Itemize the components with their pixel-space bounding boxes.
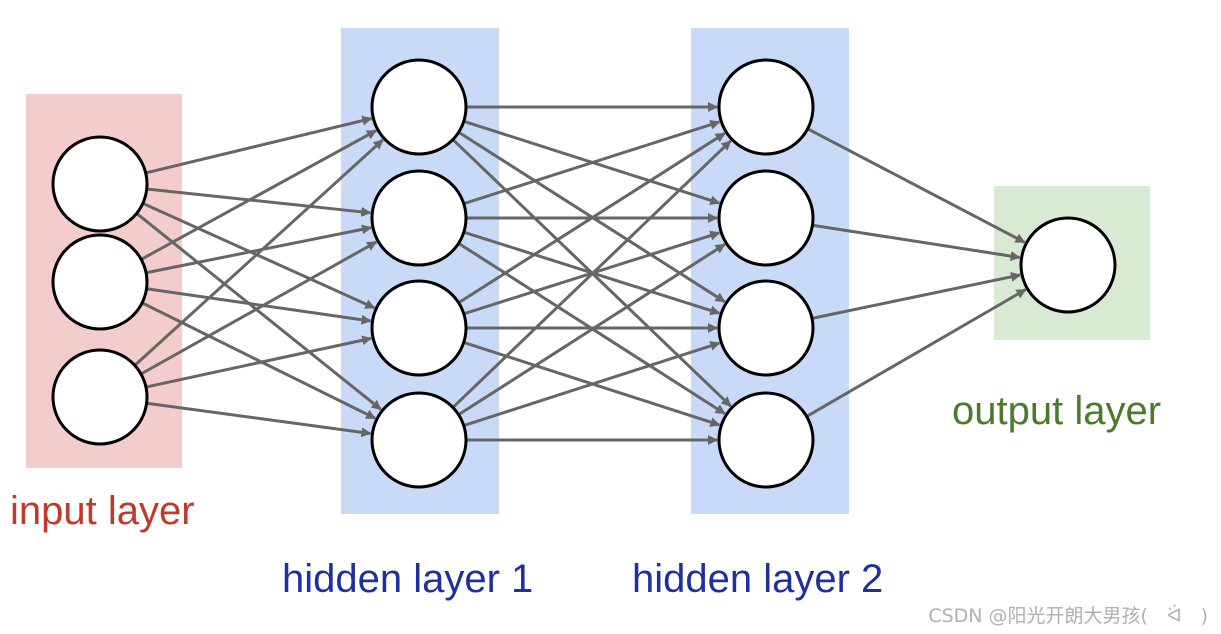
edge-input-1-to-hidden1-4	[135, 212, 382, 411]
edge-hidden2-3-to-output-1	[811, 271, 1022, 320]
edge-input-2-to-hidden1-1	[140, 129, 377, 261]
output-node-1	[1019, 216, 1117, 314]
hidden1-node-3	[370, 279, 468, 377]
output-layer-label: output layer	[952, 389, 1161, 433]
input-layer-label: input layer	[10, 489, 195, 533]
input-node-1	[51, 135, 149, 233]
edge-input-3-to-hidden1-4	[146, 401, 372, 438]
edge-input-2-to-hidden1-3	[146, 287, 372, 325]
edge-input-1-to-hidden1-3	[142, 201, 376, 310]
hidden2-node-4	[717, 391, 815, 489]
connections-group	[133, 102, 1027, 445]
edge-hidden2-2-to-output-1	[812, 223, 1021, 262]
input-node-3	[51, 348, 149, 446]
edge-input-2-to-hidden1-2	[145, 224, 372, 275]
edge-hidden1-4-to-hidden2-1	[451, 139, 732, 409]
hidden-layer-1-label: hidden layer 1	[282, 557, 533, 601]
edge-hidden1-3-to-hidden2-1	[457, 132, 726, 305]
edge-input-1-to-hidden1-2	[146, 187, 372, 217]
hidden2-node-3	[717, 279, 815, 377]
hidden1-node-4	[370, 391, 468, 489]
input-node-2	[51, 233, 149, 331]
edge-hidden2-4-to-output-1	[805, 288, 1027, 418]
edge-hidden1-2-to-hidden2-1	[463, 119, 721, 206]
edge-hidden1-4-to-hidden2-3	[463, 341, 721, 427]
edge-input-1-to-hidden1-1	[145, 115, 373, 175]
hidden-layer-2-label: hidden layer 2	[632, 557, 883, 601]
csdn-watermark: CSDN @阳光开朗大男孩( ᐛ )	[928, 604, 1208, 627]
edge-hidden1-4-to-hidden2-2	[457, 243, 726, 416]
hidden1-node-1	[370, 58, 468, 156]
edge-input-3-to-hidden1-2	[140, 240, 378, 376]
hidden2-node-1	[717, 58, 815, 156]
edge-input-3-to-hidden1-3	[145, 335, 373, 389]
hidden1-node-2	[370, 169, 468, 267]
edge-input-3-to-hidden1-1	[133, 138, 384, 367]
nodes-group	[51, 58, 1117, 489]
hidden2-node-2	[717, 169, 815, 267]
edge-hidden2-1-to-output-1	[806, 127, 1026, 244]
